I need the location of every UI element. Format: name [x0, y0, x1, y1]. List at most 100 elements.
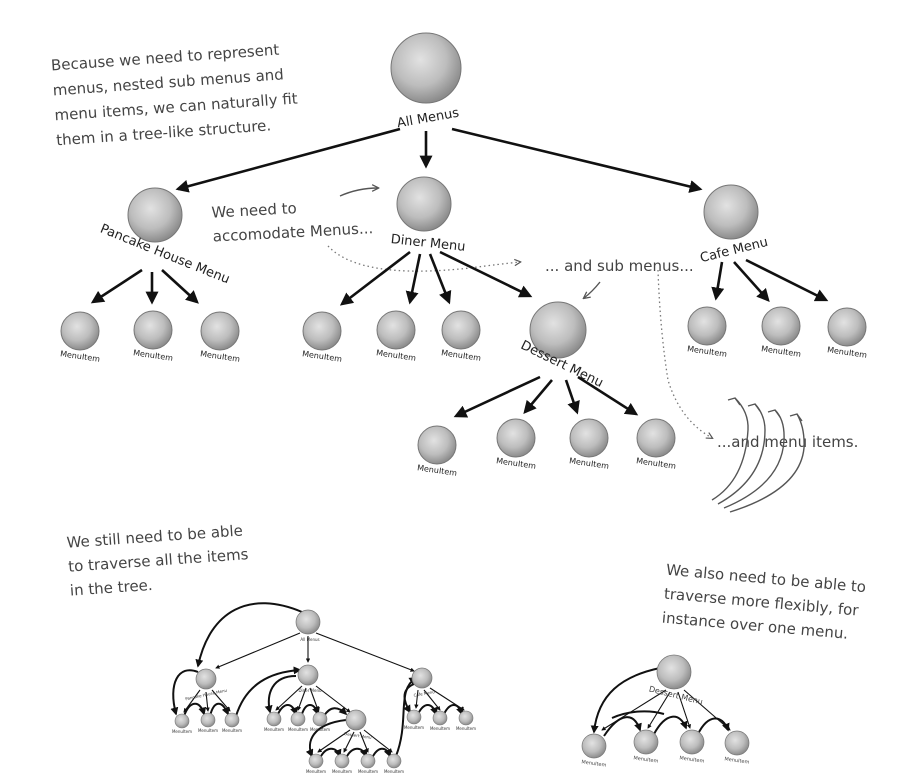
- node-all-menus-label: All Menus: [396, 106, 461, 132]
- node-cafe-menu-label: Cafe Menu: [699, 235, 770, 266]
- leaf-pancake-1: MenuItem: [60, 311, 101, 364]
- mini-node-diner: Diner Menu: [297, 664, 322, 693]
- items-scribble-arrows: [711, 397, 805, 513]
- leaf-pancake-1-label: MenuItem: [60, 349, 101, 364]
- note-menus: We need to accomodate Menus...: [211, 199, 374, 245]
- dessert-tree-leaf-1-label: MenuItem: [581, 759, 607, 768]
- node-dessert-menu: Dessert Menu: [518, 301, 605, 391]
- note-menus-line-2: accomodate Menus...: [212, 219, 373, 245]
- mini-leaf-8-label: MenuItem: [430, 726, 450, 731]
- mini-leaf-11-label: MenuItem: [332, 769, 352, 774]
- leaf-pancake-2-label: MenuItem: [133, 348, 174, 363]
- main-tree-edges: [90, 127, 829, 418]
- mini-leaf-7: MenuItem: [404, 709, 424, 730]
- note-menus-line-1: We need to: [211, 199, 297, 221]
- mini-leaf-9: MenuItem: [456, 710, 476, 731]
- dessert-tree-leaf-2-label: MenuItem: [633, 755, 659, 764]
- note-items: ...and menu items.: [717, 433, 858, 451]
- node-diner-menu: Diner Menu: [390, 176, 466, 255]
- mini-leaf-9-label: MenuItem: [456, 726, 476, 731]
- leaf-cafe-1: MenuItem: [687, 306, 728, 359]
- mini-node-diner-label: Diner Menu: [298, 688, 322, 693]
- mini-leaf-1-label: MenuItem: [172, 729, 192, 734]
- leaf-dessert-1: MenuItem: [417, 425, 458, 478]
- note-traverse-all: We still need to be able to traverse all…: [66, 521, 249, 600]
- dessert-tree-nodes: Dessert Menu MenuItem MenuItem MenuItem …: [581, 654, 750, 769]
- mini-node-dessert-label: Dessert Menu: [344, 731, 373, 740]
- leaf-pancake-3-label: MenuItem: [200, 349, 241, 364]
- mini-leaf-10-label: MenuItem: [306, 769, 326, 774]
- mini-leaf-4: MenuItem: [264, 711, 284, 732]
- leaf-dessert-4: MenuItem: [636, 418, 677, 471]
- mini-leaf-7-label: MenuItem: [404, 725, 424, 730]
- leaf-dessert-1-label: MenuItem: [417, 463, 458, 478]
- mini-traversal-curves: [170, 602, 464, 759]
- leaf-dessert-3: MenuItem: [569, 418, 610, 471]
- menuitem-leaves: MenuItem MenuItem MenuItem MenuItem Menu…: [60, 306, 868, 478]
- mini-leaf-5: MenuItem: [288, 711, 308, 732]
- dessert-tree-leaf-3-label: MenuItem: [679, 755, 705, 764]
- leaf-dessert-4-label: MenuItem: [636, 456, 677, 471]
- mini-tree: All Menus Pancake House Menu Diner Menu …: [170, 602, 476, 774]
- leaf-pancake-2: MenuItem: [133, 310, 174, 363]
- leaf-diner-3-label: MenuItem: [441, 348, 482, 363]
- leaf-pancake-3: MenuItem: [200, 311, 241, 364]
- mini-node-cafe: Cafe Menu: [411, 667, 435, 698]
- note-traverse-flex: We also need to be able to traverse more…: [661, 561, 867, 643]
- leaf-diner-1-label: MenuItem: [302, 349, 343, 364]
- submenus-dotted-trail: [657, 269, 712, 438]
- leaf-cafe-2: MenuItem: [761, 306, 802, 359]
- leaf-cafe-1-label: MenuItem: [687, 344, 728, 359]
- leaf-diner-3: MenuItem: [441, 310, 482, 363]
- leaf-cafe-3: MenuItem: [827, 307, 868, 360]
- mini-leaf-3-label: MenuItem: [222, 728, 242, 733]
- leaf-dessert-2: MenuItem: [496, 418, 537, 471]
- mini-leaf-3: MenuItem: [222, 712, 242, 733]
- submenus-pointer-arrow: [584, 281, 601, 298]
- mini-leaf-6-label: MenuItem: [310, 727, 330, 732]
- mini-leaf-12: MenuItem: [358, 753, 378, 774]
- dessert-traversal-curves: [590, 667, 730, 737]
- leaf-cafe-2-label: MenuItem: [761, 344, 802, 359]
- mini-leaf-4-label: MenuItem: [264, 727, 284, 732]
- mini-leaf-11: MenuItem: [332, 753, 352, 774]
- leaf-cafe-3-label: MenuItem: [827, 345, 868, 360]
- mini-node-all-menus: All Menus: [295, 609, 321, 642]
- mini-leaf-1: MenuItem: [172, 713, 192, 734]
- mini-leaf-13-label: MenuItem: [384, 769, 404, 774]
- note-traverse-all-line-3: in the tree.: [69, 576, 153, 600]
- leaf-dessert-3-label: MenuItem: [569, 456, 610, 471]
- leaf-diner-2: MenuItem: [376, 310, 417, 363]
- dessert-tree-leaf-1: MenuItem: [581, 733, 607, 769]
- note-intro: Because we need to represent menus, nest…: [50, 41, 298, 150]
- mini-node-all-menus-label: All Menus: [300, 637, 319, 642]
- mini-leaf-2-label: MenuItem: [198, 728, 218, 733]
- mini-leaf-12-label: MenuItem: [358, 769, 378, 774]
- mini-node-pancake: Pancake House Menu: [185, 668, 228, 701]
- mini-node-dessert: Dessert Menu: [344, 709, 373, 740]
- mini-leaf-6: MenuItem: [310, 711, 330, 732]
- leaf-dessert-2-label: MenuItem: [496, 456, 537, 471]
- leaf-diner-1: MenuItem: [302, 311, 343, 364]
- mini-leaf-13: MenuItem: [384, 753, 404, 774]
- menus-dotted-trail: [327, 245, 520, 272]
- mini-leaf-2: MenuItem: [198, 712, 218, 733]
- mini-nodes: All Menus Pancake House Menu Diner Menu …: [172, 609, 476, 774]
- dessert-tree-root: Dessert Menu: [648, 654, 704, 707]
- dessert-tree-leaf-2: MenuItem: [633, 729, 659, 765]
- node-diner-menu-label: Diner Menu: [390, 232, 466, 255]
- node-all-menus: All Menus: [390, 32, 462, 132]
- dessert-traversal-tree: Dessert Menu MenuItem MenuItem MenuItem …: [581, 654, 750, 769]
- dessert-tree-leaf-3: MenuItem: [679, 729, 705, 765]
- dessert-tree-leaf-4: MenuItem: [724, 730, 750, 766]
- leaf-diner-2-label: MenuItem: [376, 348, 417, 363]
- mini-node-cafe-label: Cafe Menu: [413, 689, 435, 698]
- mini-leaf-8: MenuItem: [430, 710, 450, 731]
- note-submenus: ... and sub menus...: [545, 257, 694, 275]
- dessert-tree-leaf-4-label: MenuItem: [724, 756, 750, 765]
- mini-leaf-5-label: MenuItem: [288, 727, 308, 732]
- node-cafe-menu: Cafe Menu: [699, 184, 770, 266]
- menus-pointer-arrow: [339, 188, 378, 197]
- mini-leaf-10: MenuItem: [306, 753, 326, 774]
